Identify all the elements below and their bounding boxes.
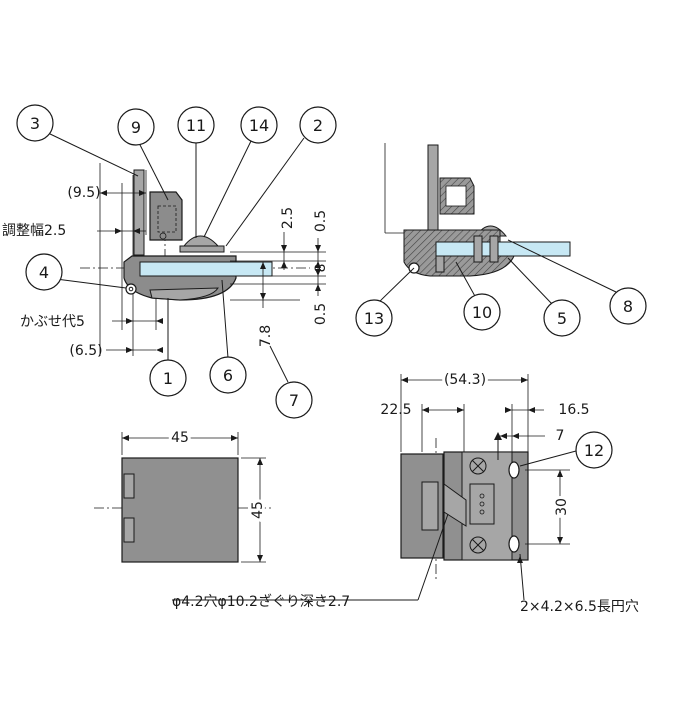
- callout-14: [240, 106, 278, 144]
- callout-10: [463, 293, 501, 331]
- callout-6: [209, 356, 247, 394]
- back-view: [400, 374, 577, 601]
- callout-12-label: 12: [584, 441, 604, 460]
- callout-13: [355, 299, 393, 337]
- callout-8: [609, 287, 647, 325]
- callout-12: [575, 431, 613, 469]
- dim-7-8: 7.8: [258, 325, 274, 347]
- callout-1: [149, 359, 187, 397]
- dim-2-5: 2.5: [280, 207, 296, 229]
- callout-4-label: 4: [39, 263, 49, 282]
- dim-45-height: 45: [250, 501, 266, 519]
- callout-5-label: 5: [557, 309, 567, 328]
- callout-3: [16, 104, 54, 142]
- dim-22-5: 22.5: [380, 402, 411, 418]
- callout-5: [543, 299, 581, 337]
- dim-adjust: 調整幅2.5: [2, 223, 66, 239]
- dim-7: 7: [556, 428, 565, 444]
- callout-8-label: 8: [623, 297, 633, 316]
- callout-2-label: 2: [313, 116, 323, 135]
- callout-9: [117, 108, 155, 146]
- dim-54-3: (54.3): [444, 372, 486, 388]
- callout-1-label: 1: [163, 369, 173, 388]
- dim-0-5-bottom: 0.5: [313, 303, 329, 325]
- slot-note: 2×4.2×6.5長円穴: [520, 599, 639, 615]
- callout-14-label: 14: [249, 116, 269, 135]
- callout-2: [299, 106, 337, 144]
- callout-7-label: 7: [289, 391, 299, 410]
- callout-11: [177, 106, 215, 144]
- front-view: 45 45: [94, 427, 272, 563]
- callout-11-label: 11: [186, 116, 206, 135]
- callout-3-label: 3: [30, 114, 40, 133]
- dims-side-view: (9.5) 調整幅2.5 かぶせ代5 (6.5) 2.5 0.5 8 0.5 7…: [2, 185, 329, 359]
- dim-overlay: かぶせ代5: [20, 314, 85, 330]
- side-view: [47, 132, 326, 383]
- callout-4: [25, 253, 63, 291]
- dim-30: 30: [554, 498, 570, 516]
- dim-16-5: 16.5: [558, 402, 589, 418]
- callout-6-label: 6: [223, 366, 233, 385]
- callouts-section-view: 13 10 5 8: [355, 287, 647, 337]
- dim-0-5-top: 0.5: [313, 210, 329, 232]
- callout-7: [275, 381, 313, 419]
- callout-10-label: 10: [472, 303, 492, 322]
- callout-9-label: 9: [131, 118, 141, 137]
- callout-13-label: 13: [364, 309, 384, 328]
- back-view-labels: 12 (54.3) 22.5 16.5 7 30 φ4.2穴φ10.2ざぐり深さ…: [172, 369, 639, 615]
- dim-9-5: (9.5): [67, 185, 100, 201]
- dim-8: 8: [313, 264, 329, 273]
- section-view: [376, 143, 617, 305]
- dim-6-5: (6.5): [69, 343, 102, 359]
- callouts-side-view: 3 9 11 14 2 4 1 6 7: [16, 104, 337, 419]
- dim-45-width: 45: [171, 430, 189, 446]
- hole-note: φ4.2穴φ10.2ざぐり深さ2.7: [172, 593, 350, 610]
